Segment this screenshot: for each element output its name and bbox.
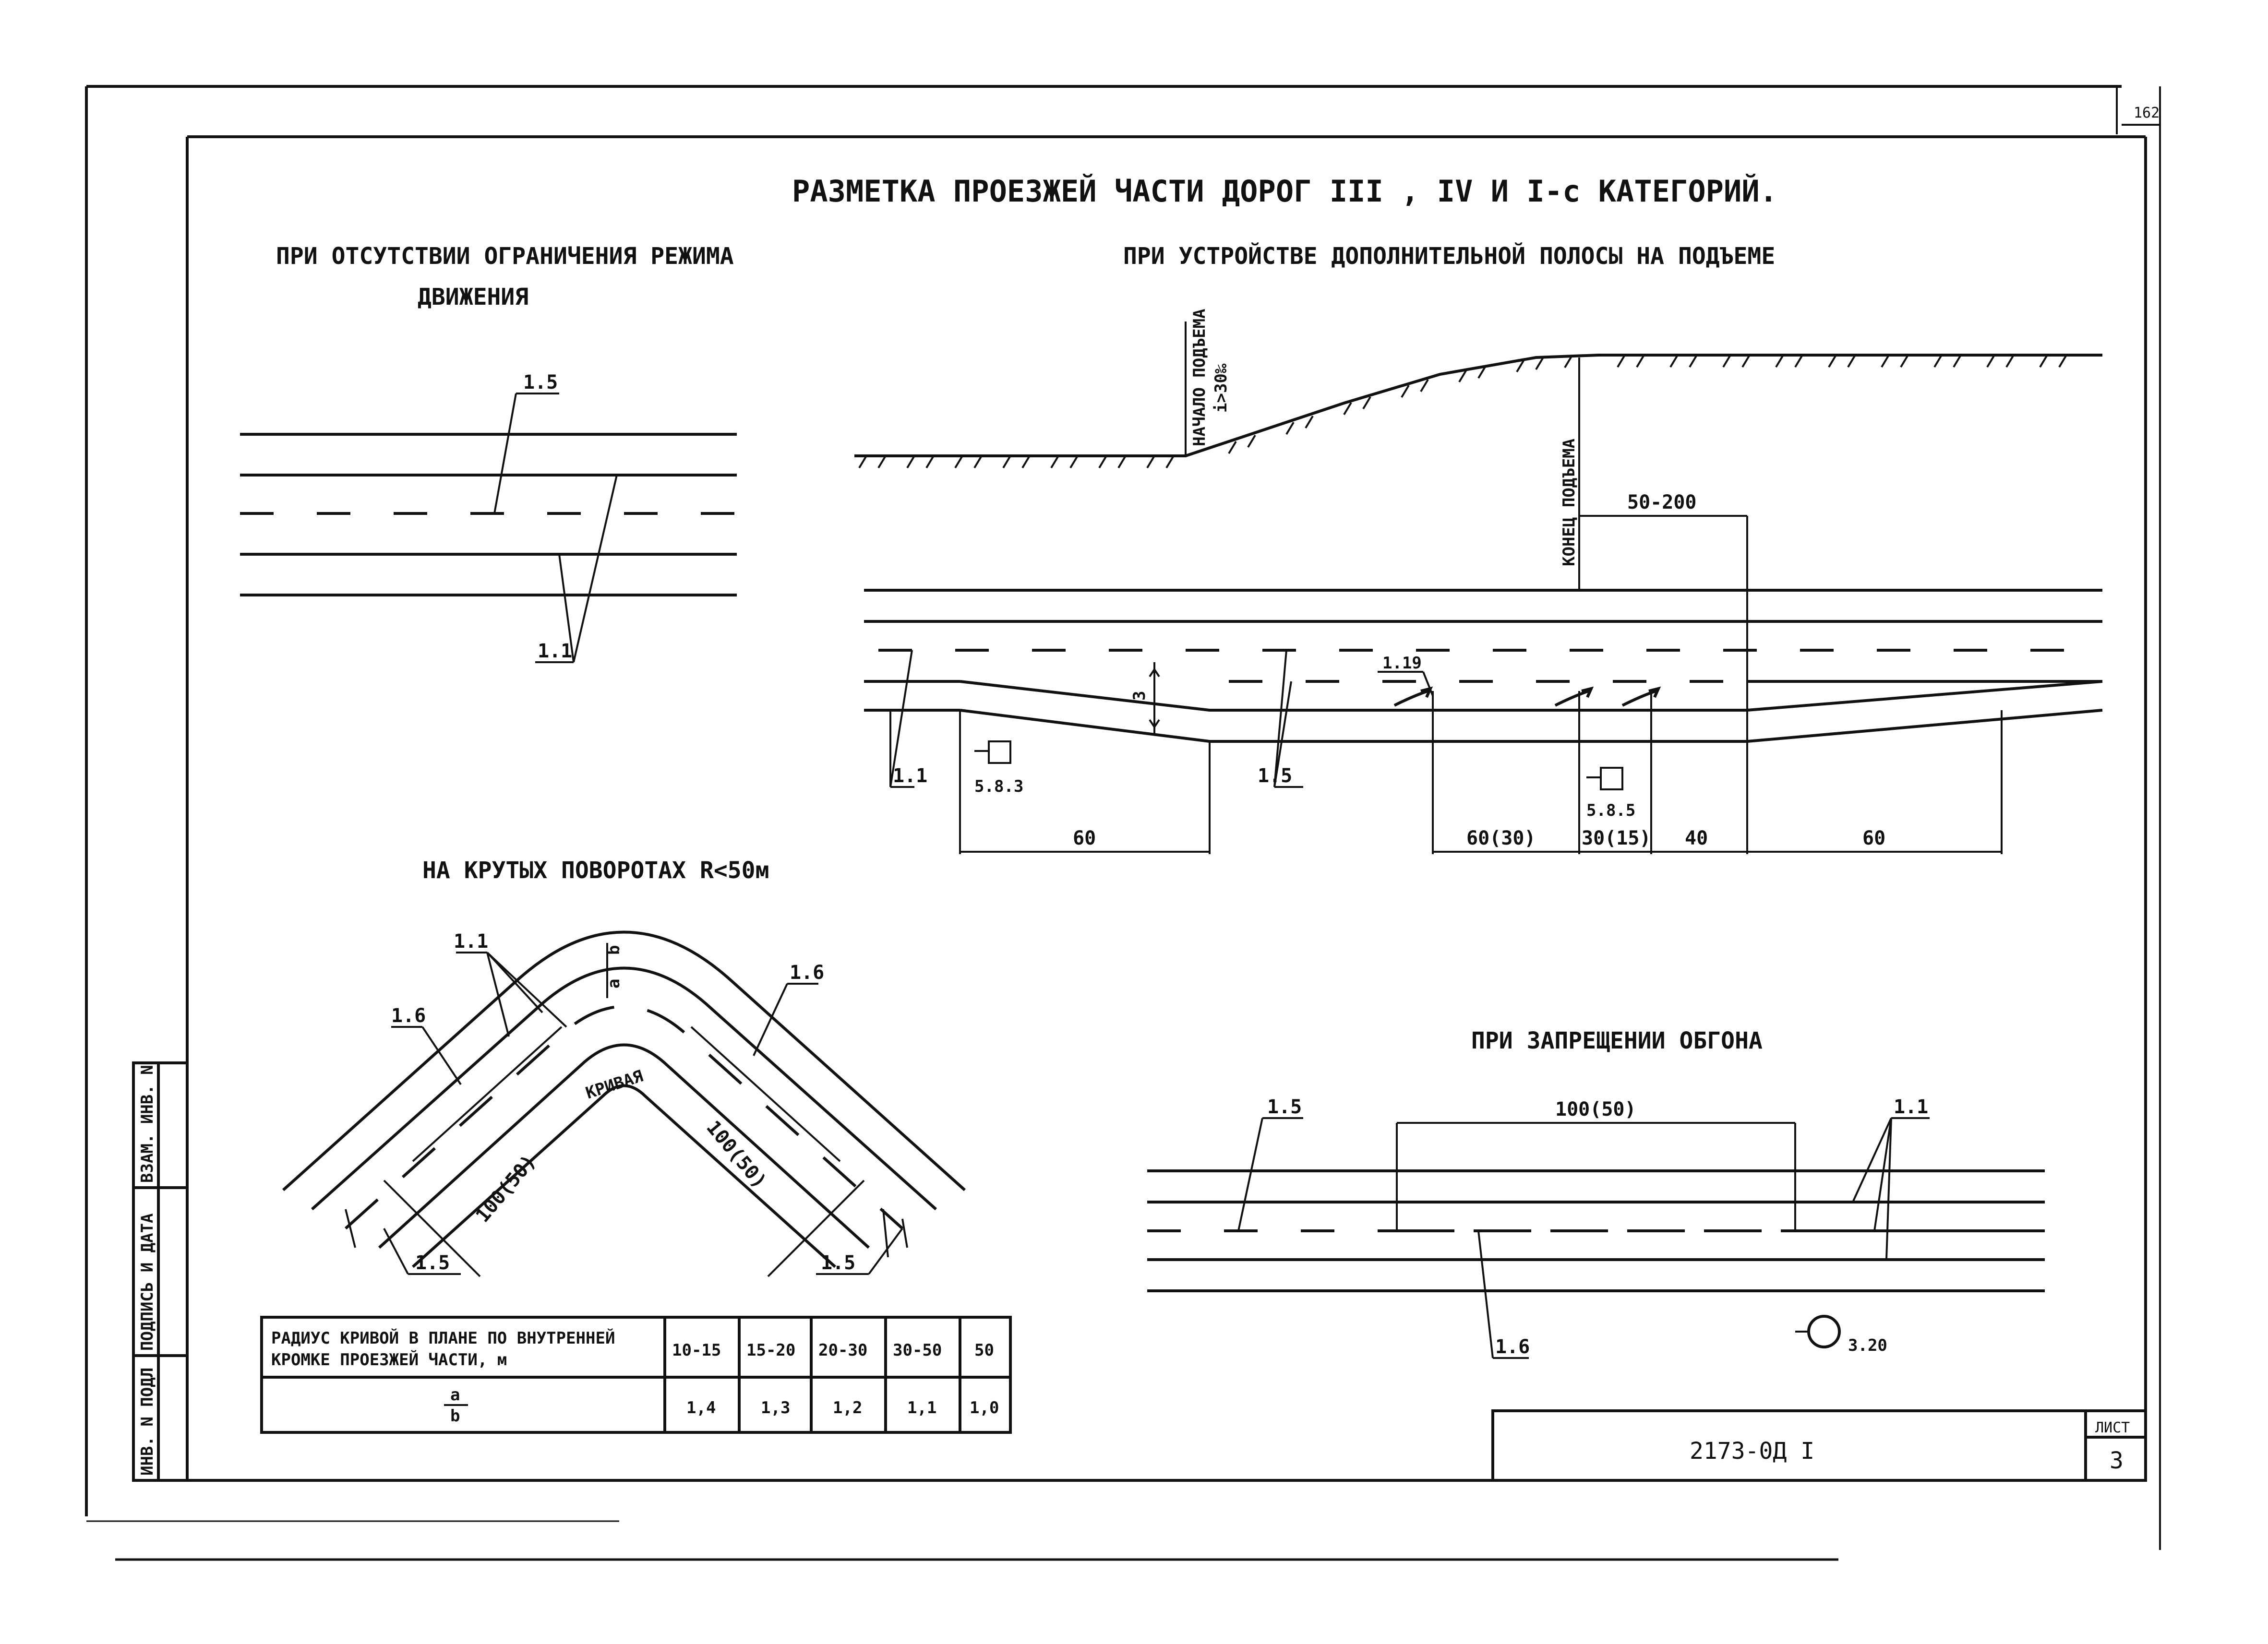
table-range-4: 30-50 xyxy=(893,1341,942,1360)
table-ratio-den: b xyxy=(450,1406,460,1426)
curve-label-1-6-right: 1.6 xyxy=(790,962,824,984)
stamp-vzam-inv: ВЗАМ. ИНВ. N xyxy=(138,1065,157,1183)
overtake-label-1-5: 1.5 xyxy=(1267,1096,1302,1118)
table-ratio-4: 1,1 xyxy=(907,1398,936,1418)
climb-start-label: НАЧАЛО ПОДЪЕМА xyxy=(1190,309,1209,446)
document-code: 2173-0Д I xyxy=(1690,1438,1814,1465)
corner-number: 162 xyxy=(2134,105,2160,121)
title-block xyxy=(1491,1409,2147,1482)
table-ratio-5: 1,0 xyxy=(970,1398,999,1418)
section2-profile xyxy=(854,322,2102,854)
table-range-3: 20-30 xyxy=(818,1341,867,1360)
climb-sign-5-8-5: 5.8.5 xyxy=(1586,801,1635,820)
climb-label-1-19: 1.19 xyxy=(1382,654,1422,673)
climb-label-1-5: 1.5 xyxy=(1258,765,1292,787)
climb-dim-top: 50-200 xyxy=(1627,491,1697,513)
sheet-frame xyxy=(85,85,2161,1561)
climb-dim-2: 60(30) xyxy=(1466,827,1536,849)
table-range-5: 50 xyxy=(974,1341,994,1360)
climb-label-1-1: 1.1 xyxy=(893,765,927,787)
table-header-line2: КРОМКЕ ПРОЕЗЖЕЙ ЧАСТИ, м xyxy=(271,1350,507,1370)
sheet-label: ЛИСТ xyxy=(2095,1419,2130,1436)
overtake-label-1-6: 1.6 xyxy=(1495,1336,1530,1358)
stamp-inv-podl: ИНВ. N ПОДЛ xyxy=(138,1368,157,1476)
climb-dim-5: 60 xyxy=(1862,827,1885,849)
curve-label-1-1: 1.1 xyxy=(454,930,488,953)
overtake-dim: 100(50) xyxy=(1555,1098,1636,1120)
section1-title-line2: ДВИЖЕНИЯ xyxy=(418,284,528,310)
climb-dim-width: 3 xyxy=(1130,691,1149,701)
curve-dim-left: 100(50) xyxy=(471,1151,540,1227)
climb-end-label: КОНЕЦ ПОДЪЕМА xyxy=(1560,439,1579,566)
table-range-1: 10-15 xyxy=(672,1341,721,1360)
section2-plan xyxy=(864,589,2103,854)
sheet-number: 3 xyxy=(2110,1447,2124,1474)
table-ratio-3: 1,2 xyxy=(833,1398,862,1418)
section1-label-1-5: 1.5 xyxy=(523,371,558,393)
table-ratio-2: 1,3 xyxy=(761,1398,790,1418)
table-ratio-num: a xyxy=(450,1385,460,1405)
section4-road xyxy=(1147,1117,2045,1359)
curve-label-b: b xyxy=(604,945,624,955)
curve-label-1-5-right: 1.5 xyxy=(821,1252,855,1274)
table-header-line1: РАДИУС КРИВОЙ В ПЛАНЕ ПО ВНУТРЕННЕЙ xyxy=(271,1328,615,1348)
page-title: РАЗМЕТКА ПРОЕЗЖЕЙ ЧАСТИ ДОРОГ III , IV И… xyxy=(792,174,1777,209)
curve-label-1-6-left: 1.6 xyxy=(391,1005,426,1027)
section3-curve xyxy=(282,930,966,1277)
section1-label-1-1: 1.1 xyxy=(538,640,572,662)
section3-title: НА КРУТЫХ ПОВОРОТАХ R<50м xyxy=(422,857,769,884)
curve-label-1-5-left: 1.5 xyxy=(415,1252,450,1274)
curve-label-krivaya: КРИВАЯ xyxy=(583,1067,645,1103)
curve-label-a: a xyxy=(604,979,624,989)
overtake-sign-3-20: 3.20 xyxy=(1848,1336,1887,1355)
table-range-2: 15-20 xyxy=(746,1341,795,1360)
section4-title: ПРИ ЗАПРЕЩЕНИИ ОБГОНА xyxy=(1471,1027,1763,1054)
climb-sign-5-8-3: 5.8.3 xyxy=(974,777,1023,796)
climb-dim-3: 30(15) xyxy=(1582,827,1651,849)
section2-title: ПРИ УСТРОЙСТВЕ ДОПОЛНИТЕЛЬНОЙ ПОЛОСЫ НА … xyxy=(1123,242,1775,270)
section1-title-line1: ПРИ ОТСУТСТВИИ ОГРАНИЧЕНИЯ РЕЖИМА xyxy=(276,243,734,270)
climb-dim-1: 60 xyxy=(1073,827,1096,849)
climb-start-grade: i>30‰ xyxy=(1212,363,1231,413)
curve-table xyxy=(260,1316,1012,1434)
table-ratio-1: 1,4 xyxy=(686,1398,716,1418)
section1-road xyxy=(240,393,737,663)
climb-dim-4: 40 xyxy=(1685,827,1708,849)
stamp-podpis-data: ПОДПИСЬ И ДАТА xyxy=(138,1213,157,1351)
overtake-label-1-1: 1.1 xyxy=(1894,1096,1928,1118)
side-stamp xyxy=(132,1061,189,1482)
